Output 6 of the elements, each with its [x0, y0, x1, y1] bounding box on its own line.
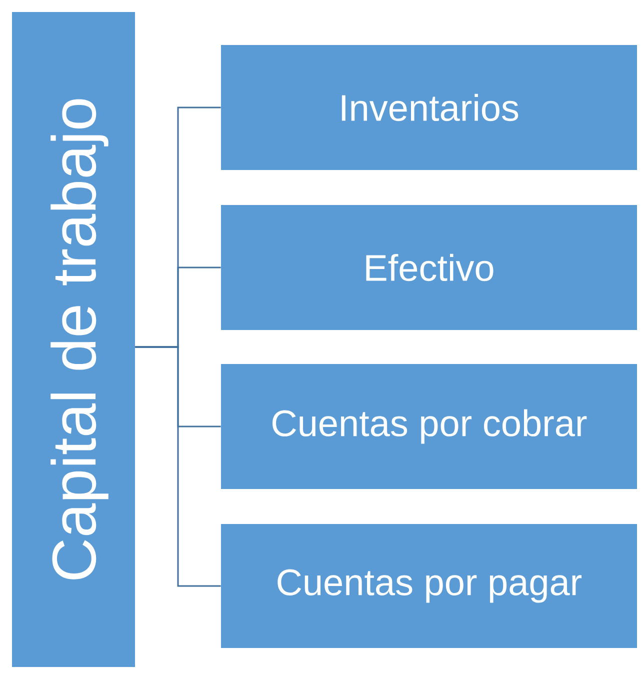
- category-box: Cuentas por cobrar: [221, 364, 637, 489]
- category-box: Cuentas por pagar: [221, 524, 637, 648]
- vertical-title-bar: Capital de trabajo: [12, 12, 135, 667]
- connector: [135, 346, 221, 587]
- category-box: Inventarios: [221, 45, 637, 170]
- category-box: Efectivo: [221, 205, 637, 330]
